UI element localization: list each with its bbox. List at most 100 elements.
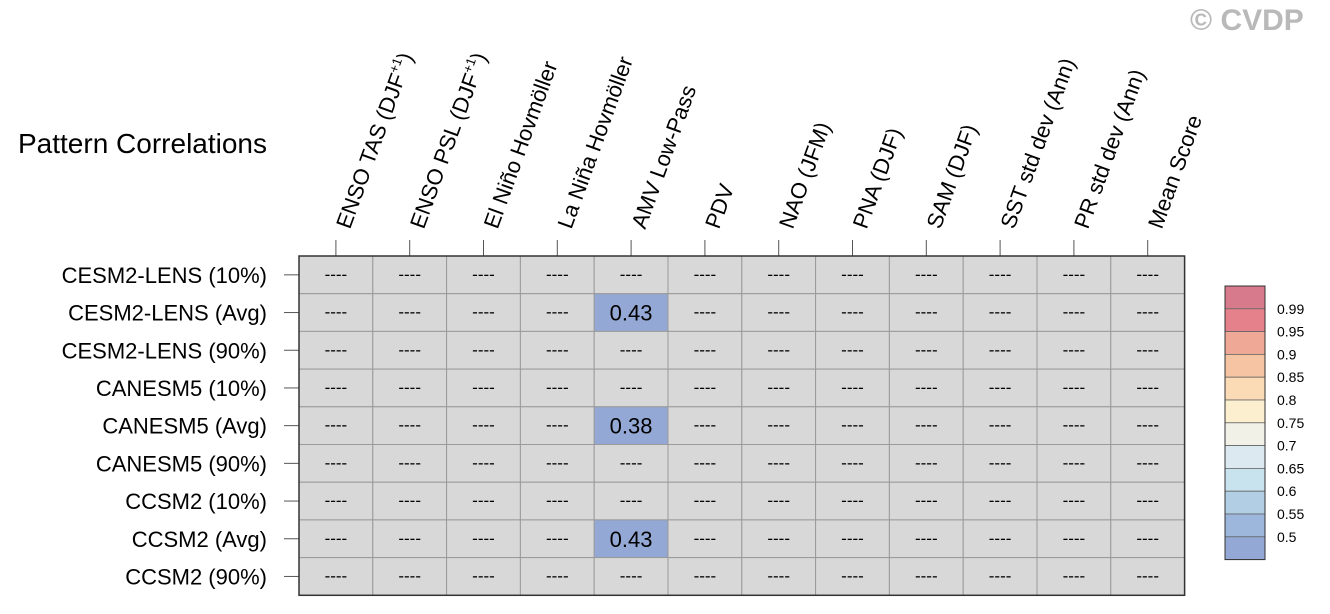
colorbar-swatch (1224, 399, 1266, 424)
heatmap-cell (593, 481, 669, 521)
chart-title: Pattern Correlations (18, 128, 267, 159)
cell-value-label: ---- (989, 378, 1012, 397)
heatmap-cell (1110, 406, 1186, 445)
cell-value-label: ---- (694, 566, 717, 585)
column-label: PNA (DJF) (848, 124, 907, 231)
heatmap-cell (372, 255, 448, 295)
cell-value-label: ---- (325, 491, 348, 510)
heatmap-cell (962, 255, 1038, 295)
cell-value-label: ---- (989, 529, 1012, 548)
heatmap-cell (888, 368, 964, 408)
cell-value-label: ---- (398, 566, 421, 585)
cell-value-label: ---- (472, 529, 495, 548)
colorbar-swatch (1224, 376, 1266, 401)
cell-value-label: ---- (1063, 378, 1086, 397)
heatmap-cell (1036, 444, 1112, 483)
cell-value-label: ---- (767, 491, 790, 510)
cell-value-label: ---- (398, 453, 421, 472)
cell-value-label: ---- (546, 416, 569, 435)
heatmap-cell (372, 293, 448, 332)
heatmap-cell (888, 406, 964, 445)
cell-value-label: ---- (1063, 491, 1086, 510)
heatmap-cell (446, 293, 521, 332)
row-label: CCSM2 (10%) (125, 489, 267, 514)
cell-value-label: ---- (1063, 265, 1086, 284)
heatmap-cell (372, 368, 448, 408)
heatmap-cell (1036, 406, 1112, 445)
cell-value-label: ---- (398, 491, 421, 510)
heatmap-cell (519, 444, 595, 483)
cell-value-label: ---- (915, 491, 938, 510)
heatmap-cell (741, 406, 817, 445)
cell-value-label: ---- (1136, 340, 1159, 359)
colorbar-label: 0.85 (1277, 369, 1304, 385)
cell-value-label: 0.43 (610, 527, 653, 552)
cell-value-label: ---- (472, 416, 495, 435)
cell-value-label: ---- (915, 529, 938, 548)
row-label: CANESM5 (Avg) (102, 414, 267, 439)
heatmap-cell (741, 519, 817, 559)
colorbar-swatch (1224, 536, 1266, 560)
colorbar-label: 0.95 (1277, 324, 1304, 340)
cell-value-label: ---- (546, 340, 569, 359)
column-label: La Niña Hovmöller (553, 53, 638, 232)
cell-value-label: ---- (472, 566, 495, 585)
heatmap-cell (1110, 481, 1186, 521)
column-label: El Niño Hovmöller (479, 58, 563, 232)
heatmap-cell (815, 330, 890, 370)
heatmap-cell (888, 481, 964, 521)
cell-value-label: ---- (915, 453, 938, 472)
cell-value-label: ---- (989, 416, 1012, 435)
cell-value-label: ---- (841, 453, 864, 472)
heatmap-cell (667, 330, 743, 370)
heatmap-cell (593, 519, 669, 559)
heatmap-cell (298, 519, 374, 559)
cell-value-label: ---- (915, 378, 938, 397)
heatmap-cell (372, 444, 448, 483)
cell-value-label: ---- (1136, 566, 1159, 585)
colorbar-label: 0.99 (1277, 301, 1304, 317)
cell-value-label: ---- (694, 340, 717, 359)
column-label: NAO (JFM) (774, 119, 836, 232)
colorbar-swatch (1224, 490, 1266, 515)
cell-value-label: ---- (398, 416, 421, 435)
heatmap-cell (962, 368, 1038, 408)
cell-value-label: ---- (472, 453, 495, 472)
cell-value-label: ---- (398, 265, 421, 284)
heatmap-cell (741, 368, 817, 408)
heatmap-cell (888, 293, 964, 332)
cell-value-label: ---- (325, 566, 348, 585)
row-label: CCSM2 (Avg) (132, 527, 267, 552)
heatmap-cell (1110, 557, 1186, 596)
colorbar-label: 0.6 (1277, 483, 1297, 499)
cell-value-label: ---- (1136, 303, 1159, 322)
cell-value-label: ---- (546, 378, 569, 397)
cell-value-label: ---- (989, 265, 1012, 284)
heatmap-cell (593, 293, 669, 332)
cell-value-label: ---- (546, 453, 569, 472)
cell-value-label: ---- (325, 529, 348, 548)
cell-value-label: ---- (1063, 529, 1086, 548)
cell-value-label: ---- (546, 529, 569, 548)
heatmap-cell (298, 406, 374, 445)
cell-value-label: ---- (1063, 303, 1086, 322)
row-label: CCSM2 (90%) (125, 564, 267, 589)
cell-value-label: ---- (1063, 566, 1086, 585)
cell-value-label: ---- (325, 378, 348, 397)
heatmap-cell (372, 406, 448, 445)
cell-value-label: ---- (1136, 416, 1159, 435)
heatmap-cell (519, 406, 595, 445)
cell-value-label: ---- (546, 303, 569, 322)
cell-value-label: ---- (325, 303, 348, 322)
heatmap-border (298, 255, 1186, 597)
colorbar-label: 0.65 (1277, 460, 1304, 476)
cell-value-label: ---- (1063, 340, 1086, 359)
cell-value-label: ---- (767, 416, 790, 435)
heatmap-cell (815, 255, 890, 295)
colorbar-swatch (1224, 353, 1266, 378)
colorbar-border (1224, 285, 1266, 561)
colorbar-label: 0.7 (1277, 438, 1297, 454)
cell-value-label: 0.43 (610, 301, 653, 326)
row-label: CESM2-LENS (Avg) (68, 301, 267, 326)
